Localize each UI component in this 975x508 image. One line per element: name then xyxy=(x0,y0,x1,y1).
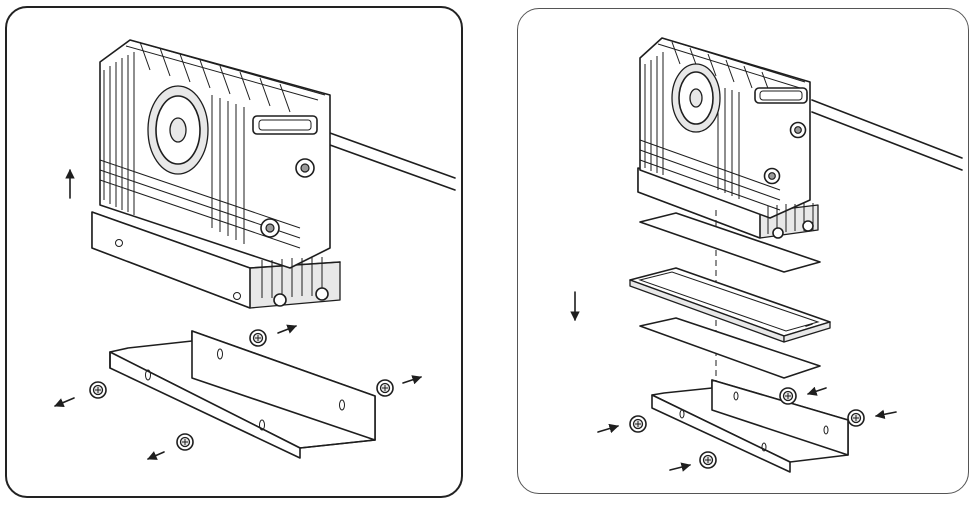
screw-icon xyxy=(597,415,647,434)
heatsink-fan-icon xyxy=(637,37,819,239)
right-cable-line xyxy=(811,99,963,171)
m2-ssd-icon xyxy=(629,267,831,343)
screw-icon xyxy=(779,386,827,405)
screw-icon xyxy=(669,451,717,472)
screw-icon xyxy=(147,433,194,460)
heatsink-fan-icon xyxy=(91,39,341,309)
bracket-icon xyxy=(651,379,849,473)
screw-icon xyxy=(249,324,297,347)
screw-icon xyxy=(376,375,422,397)
bracket-icon xyxy=(109,330,376,459)
screw-icon xyxy=(54,381,107,408)
thermal-pad-icon xyxy=(639,212,821,273)
left-cable-line xyxy=(329,132,456,191)
screw-icon xyxy=(847,409,897,427)
thermal-pad-icon xyxy=(639,317,821,379)
